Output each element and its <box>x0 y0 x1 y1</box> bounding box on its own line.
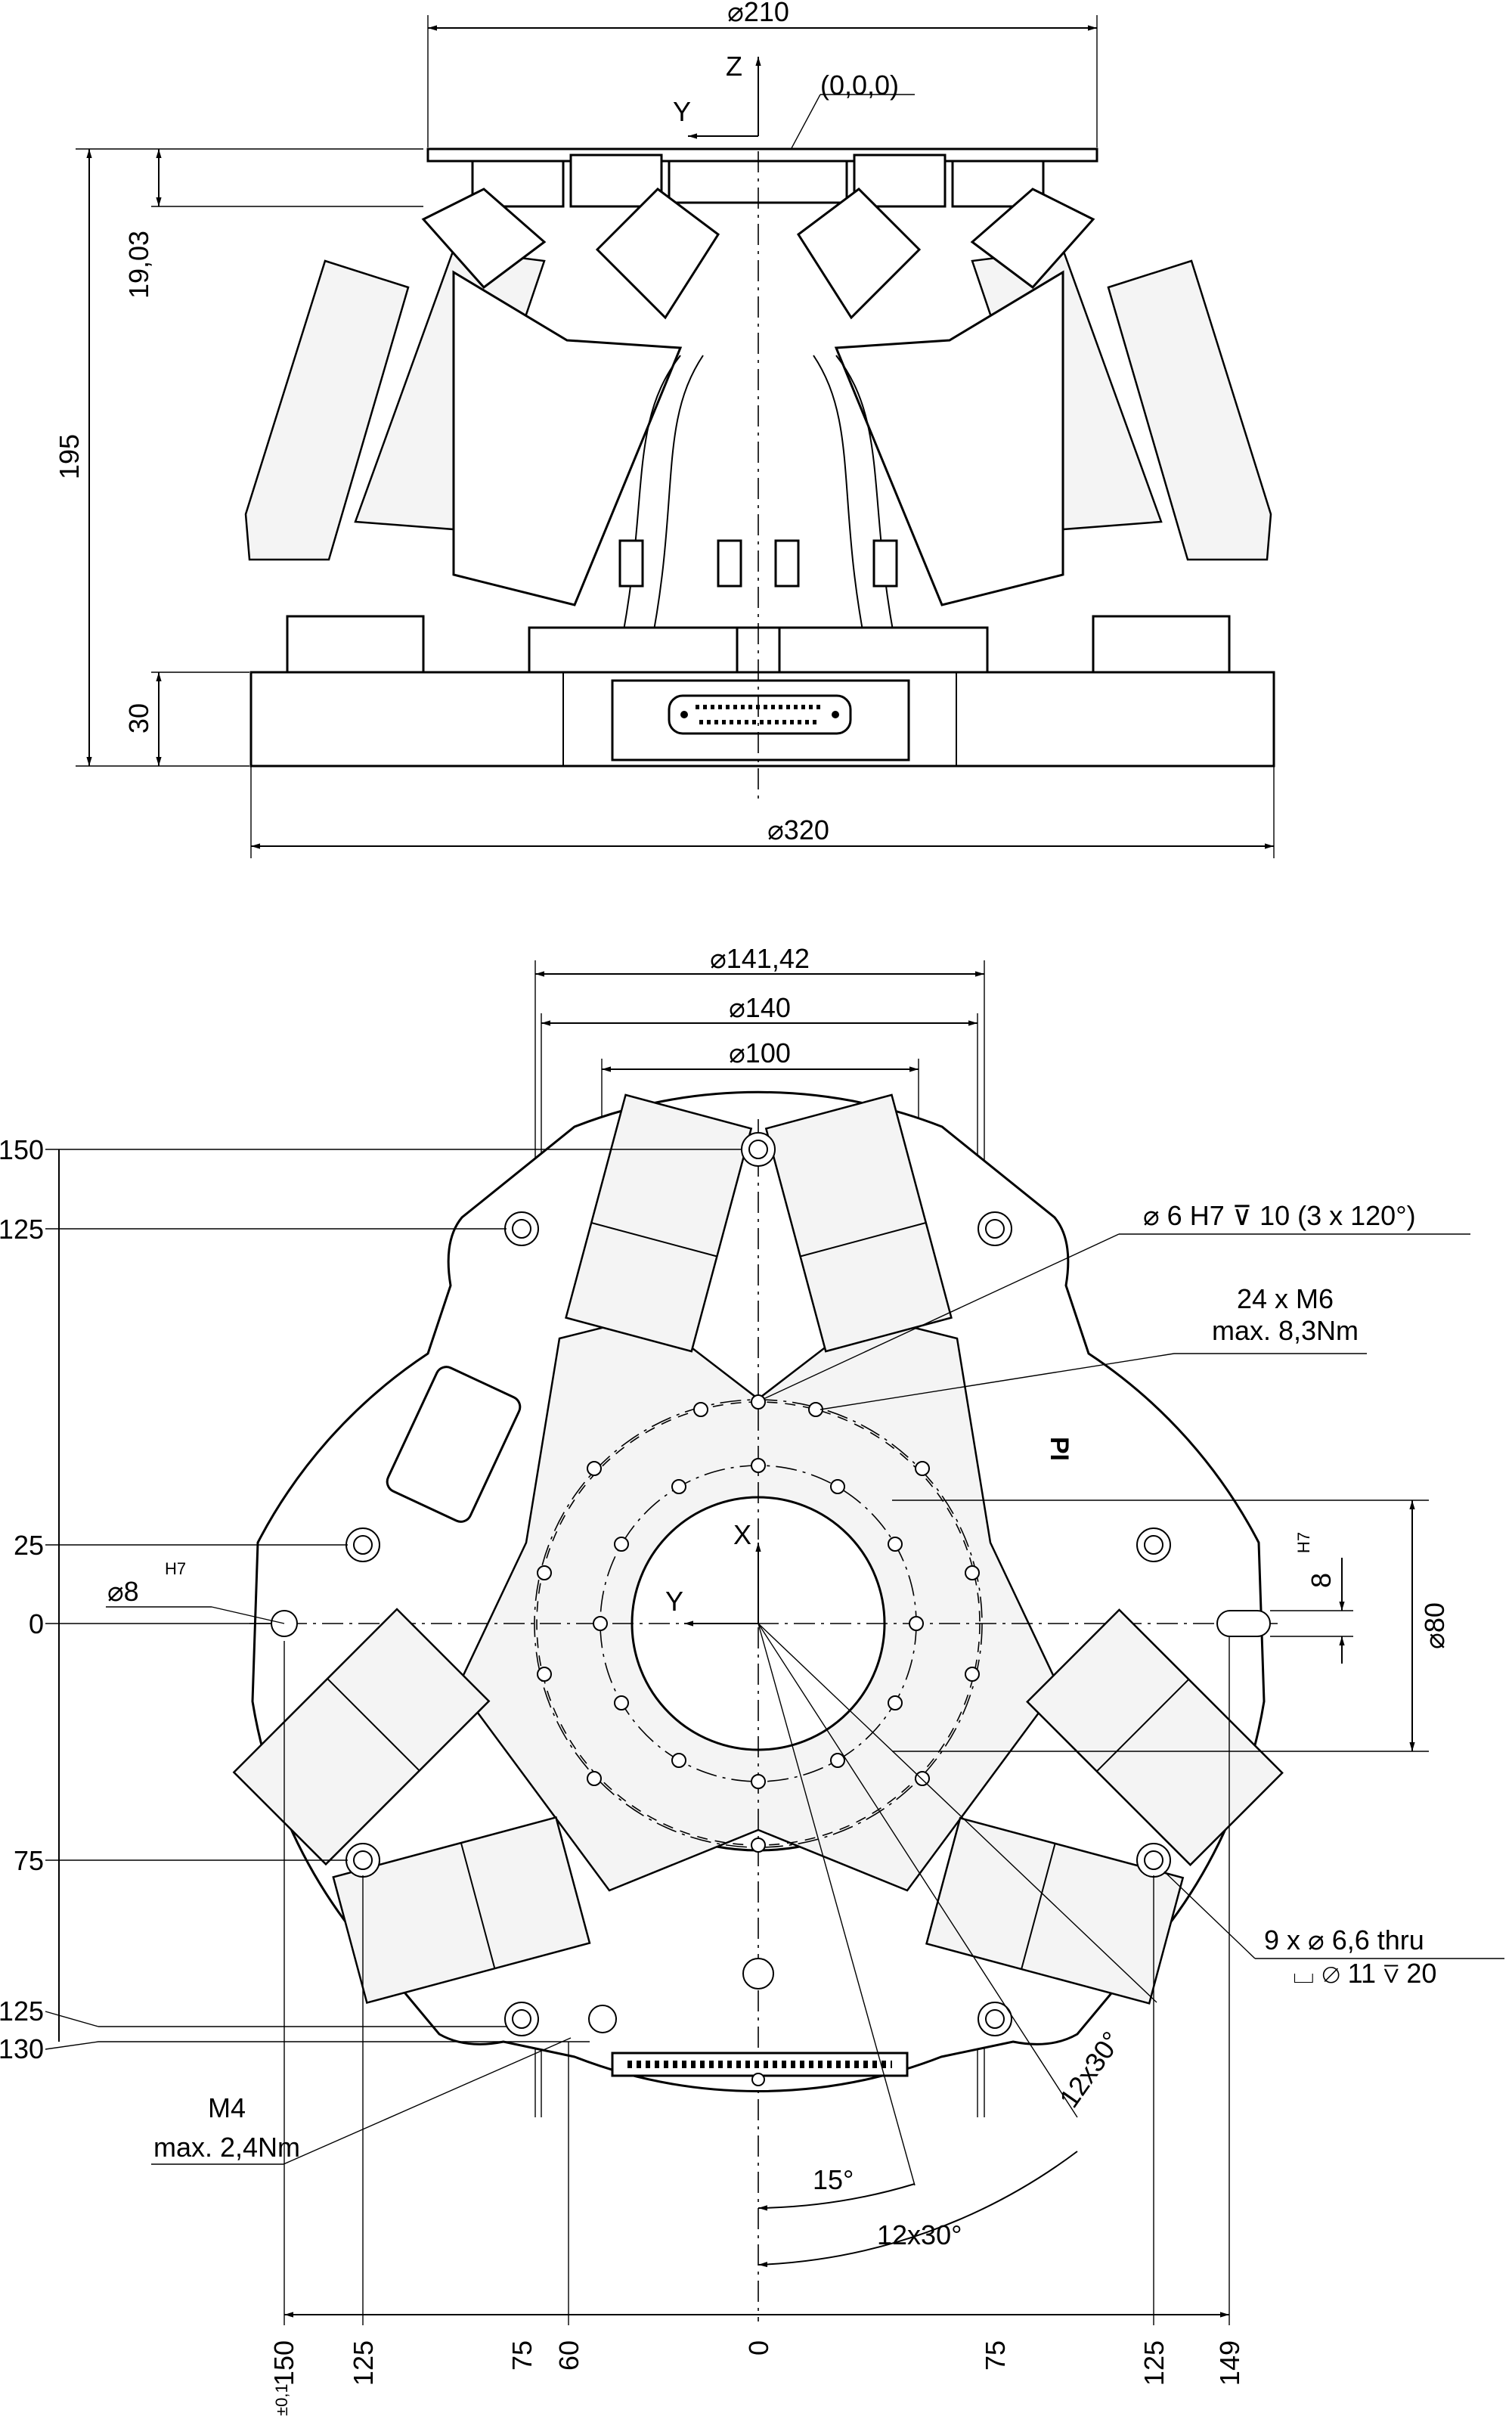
left-tick-0: 0 <box>29 1608 44 1639</box>
bottom-tick-tolerance: ±0,1 <box>272 2383 291 2416</box>
dim-dia-80: ⌀80 <box>1419 1602 1450 1649</box>
axis-x-label: X <box>733 1519 751 1550</box>
bottom-tick-125-pos: 125 <box>1139 2340 1170 2386</box>
m4-hole <box>751 2073 765 2086</box>
slot-8-h7 <box>1216 1610 1271 1637</box>
dim-195: 195 <box>54 434 85 479</box>
left-dimensions: 150 125 25 0 75 125 130 <box>0 1134 741 2064</box>
pin-dia-label: ⌀8 <box>107 1576 139 1607</box>
sub-d-connector <box>668 694 852 735</box>
pi-logo: PI <box>1045 1437 1074 1461</box>
callout-m6-line2: max. 8,3Nm <box>1212 1315 1359 1346</box>
callout-dowel-holes: ⌀ 6 H7 ⊽ 10 (3 x 120°) <box>763 1200 1470 1400</box>
dim-30: 30 <box>123 703 154 733</box>
dim-dia-140: ⌀140 <box>729 992 791 1023</box>
mounting-holes <box>271 1132 1271 2086</box>
ground-screw <box>588 2005 617 2033</box>
bottom-tick-75: 75 <box>507 2340 538 2371</box>
side-view: ⌀210 Z Y (0,0,0) <box>54 0 1275 858</box>
bottom-tick-125: 125 <box>348 2340 379 2386</box>
callout-thru-holes: 9 x ⌀ 6,6 thru ⌴ ⌀ 11 ⊽ 20 <box>1163 1871 1504 1989</box>
bottom-tick-149: 149 <box>1214 2340 1245 2386</box>
left-tick-75: 75 <box>14 1845 44 1876</box>
axis-y-label: Y <box>673 96 691 127</box>
bottom-view: ⌀141,42 ⌀140 ⌀100 <box>0 943 1504 2416</box>
left-tick-125-neg: 125 <box>0 1996 44 2027</box>
origin-label: (0,0,0) <box>820 70 899 101</box>
left-tick-130: 130 <box>0 2033 44 2064</box>
dim-dia-320: ⌀320 <box>767 814 829 845</box>
bottom-tick-150: 150 <box>268 2340 299 2386</box>
left-tick-125: 125 <box>0 1214 44 1245</box>
strut-motor-right-inner <box>774 188 1095 651</box>
callout-m4-line1: M4 <box>208 2092 246 2123</box>
angle-15: 15° <box>813 2164 854 2195</box>
strut-motors <box>232 1093 1284 2005</box>
callout-m6: 24 x M6 max. 8,3Nm <box>820 1283 1367 1410</box>
callout-dowel-text: ⌀ 6 H7 ⊽ 10 (3 x 120°) <box>1143 1200 1416 1231</box>
bottom-tick-60: 60 <box>553 2340 584 2371</box>
slot-tolerance: H7 <box>1294 1532 1313 1553</box>
callout-m6-line1: 24 x M6 <box>1237 1283 1334 1314</box>
pin-tolerance: H7 <box>165 1559 186 1578</box>
dim-dia-100: ⌀100 <box>729 1037 791 1068</box>
callout-m4-line2: max. 2,4Nm <box>153 2132 300 2163</box>
callout-m4: M4 max. 2,4Nm <box>151 2037 572 2165</box>
angle-12x30-bottom: 12x30° <box>877 2219 962 2250</box>
left-tick-150: 150 <box>0 1134 44 1165</box>
axis-y-label-bottom: Y <box>665 1586 683 1617</box>
cable-cover <box>386 1366 522 1523</box>
callout-thru-line1: 9 x ⌀ 6,6 thru <box>1264 1924 1424 1955</box>
top-plate <box>426 147 1098 163</box>
bottom-dimensions: 150 ±0,1 125 75 60 0 75 125 149 <box>268 1637 1245 2416</box>
dim-19-03: 19,03 <box>123 231 154 299</box>
dim-dia-141-42: ⌀141,42 <box>710 943 810 974</box>
dim-dia-210: ⌀210 <box>727 0 789 27</box>
callout-thru-line2: ⌴ ⌀ 11 ⊽ 20 <box>1293 1958 1436 1989</box>
bottom-tick-0: 0 <box>743 2340 774 2356</box>
left-tick-25: 25 <box>14 1530 44 1561</box>
dim-slot-8: 8 <box>1306 1573 1337 1588</box>
strut-motor-left-inner <box>421 188 742 651</box>
axis-z-label: Z <box>726 51 742 82</box>
bottom-tick-75-pos: 75 <box>980 2340 1011 2371</box>
m6-holes <box>537 1394 980 1853</box>
